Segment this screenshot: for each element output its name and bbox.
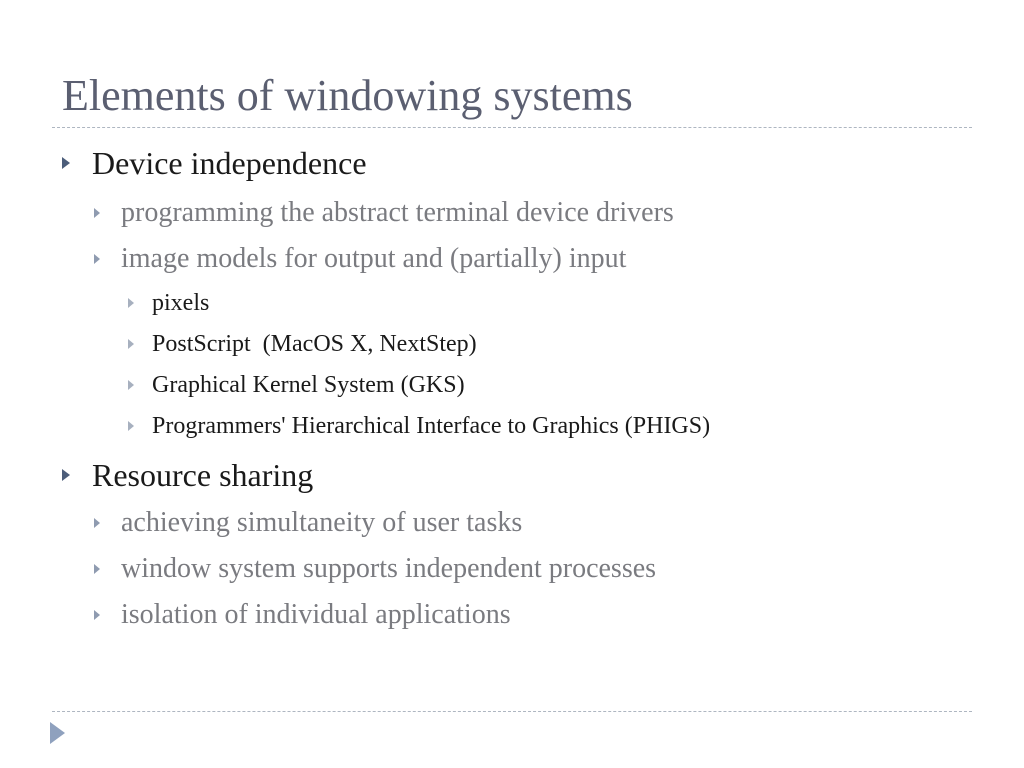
triangle-bullet-icon — [128, 380, 134, 390]
bullet-text: isolation of individual applications — [121, 599, 511, 630]
bullet-item-postscript: PostScript (MacOS X, NextStep) — [128, 329, 477, 359]
bullet-text: Graphical Kernel System (GKS) — [152, 372, 465, 398]
triangle-bullet-icon — [94, 208, 100, 218]
bullet-item-independent-processes: window system supports independent proce… — [94, 551, 656, 587]
bullet-item-phigs: Programmers' Hierarchical Interface to G… — [128, 411, 710, 441]
bullet-text: window system supports independent proce… — [121, 553, 657, 584]
bullet-text: Device independence — [92, 145, 367, 181]
triangle-bullet-icon — [128, 339, 134, 349]
bullet-item-device-independence: Device independence — [62, 143, 367, 183]
footer-divider — [52, 711, 972, 712]
triangle-bullet-icon — [128, 421, 134, 431]
bullet-text: image models for output and (partially) … — [121, 243, 627, 274]
triangle-bullet-icon — [94, 610, 100, 620]
bullet-text: achieving simultaneity of user tasks — [121, 507, 523, 538]
bullet-item-image-models: image models for output and (partially) … — [94, 241, 626, 277]
triangle-bullet-icon — [94, 564, 100, 574]
bullet-text: pixels — [152, 290, 210, 316]
bullet-text: programming the abstract terminal device… — [121, 197, 674, 228]
bullet-item-gks: Graphical Kernel System (GKS) — [128, 370, 465, 400]
triangle-bullet-icon — [62, 157, 70, 169]
next-slide-arrow-icon[interactable] — [50, 722, 65, 744]
bullet-item-isolation: isolation of individual applications — [94, 597, 511, 633]
triangle-bullet-icon — [128, 298, 134, 308]
bullet-text: Resource sharing — [92, 457, 314, 493]
title-divider — [52, 127, 972, 128]
bullet-item-resource-sharing: Resource sharing — [62, 455, 313, 495]
bullet-item-programming-drivers: programming the abstract terminal device… — [94, 195, 674, 231]
triangle-bullet-icon — [94, 254, 100, 264]
triangle-bullet-icon — [94, 518, 100, 528]
bullet-item-simultaneity: achieving simultaneity of user tasks — [94, 505, 522, 541]
triangle-bullet-icon — [62, 469, 70, 481]
bullet-text: PostScript (MacOS X, NextStep) — [152, 331, 477, 357]
bullet-text: Programmers' Hierarchical Interface to G… — [152, 413, 711, 439]
bullet-item-pixels: pixels — [128, 288, 209, 318]
slide-title: Elements of windowing systems — [62, 71, 633, 120]
